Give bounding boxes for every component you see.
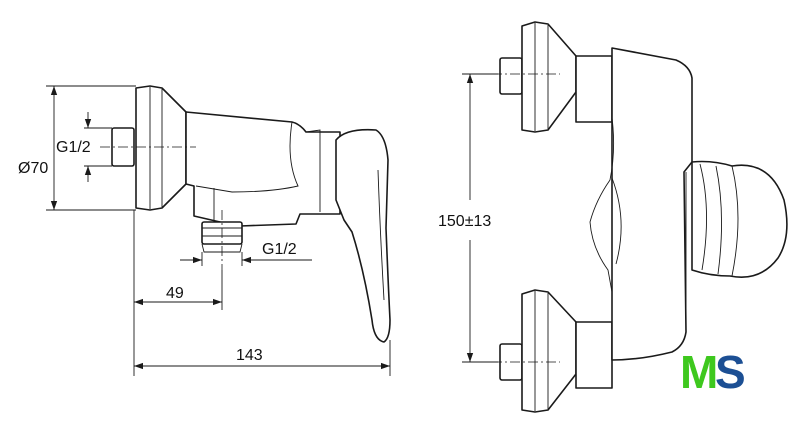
dim-outlet-thread: G1/2 <box>180 241 312 266</box>
lower-rosette <box>521 289 577 413</box>
upper-rosette <box>521 21 577 133</box>
outlet-thread-label: G1/2 <box>262 241 297 258</box>
inlet-thread-label: G1/2 <box>56 139 91 156</box>
side-view <box>100 85 391 343</box>
upper-inlet-stub <box>499 57 523 95</box>
mixer-body <box>185 111 341 227</box>
main-body <box>611 47 693 361</box>
logo-letter-s: S <box>715 346 746 398</box>
logo-letter-m: M <box>680 346 718 398</box>
outlet-offset-label: 49 <box>166 285 184 302</box>
dim-outlet-offset: 49 <box>133 210 223 376</box>
lever-knob <box>691 160 788 278</box>
front-view <box>492 21 788 413</box>
brand-logo: M S <box>680 346 746 398</box>
dim-diameter: Ø70 <box>18 85 136 211</box>
dim-total-depth: 143 <box>134 340 391 376</box>
upper-connector <box>575 55 613 123</box>
diameter-label: Ø70 <box>18 160 48 177</box>
inlet-spacing-label: 150±13 <box>438 213 491 230</box>
wall-rosette <box>135 85 187 211</box>
dim-inlet-thread: G1/2 <box>56 112 112 182</box>
total-depth-label: 143 <box>236 347 263 364</box>
lower-connector <box>575 321 613 389</box>
dim-inlet-spacing: 150±13 <box>438 73 498 363</box>
lever-handle <box>335 128 391 343</box>
